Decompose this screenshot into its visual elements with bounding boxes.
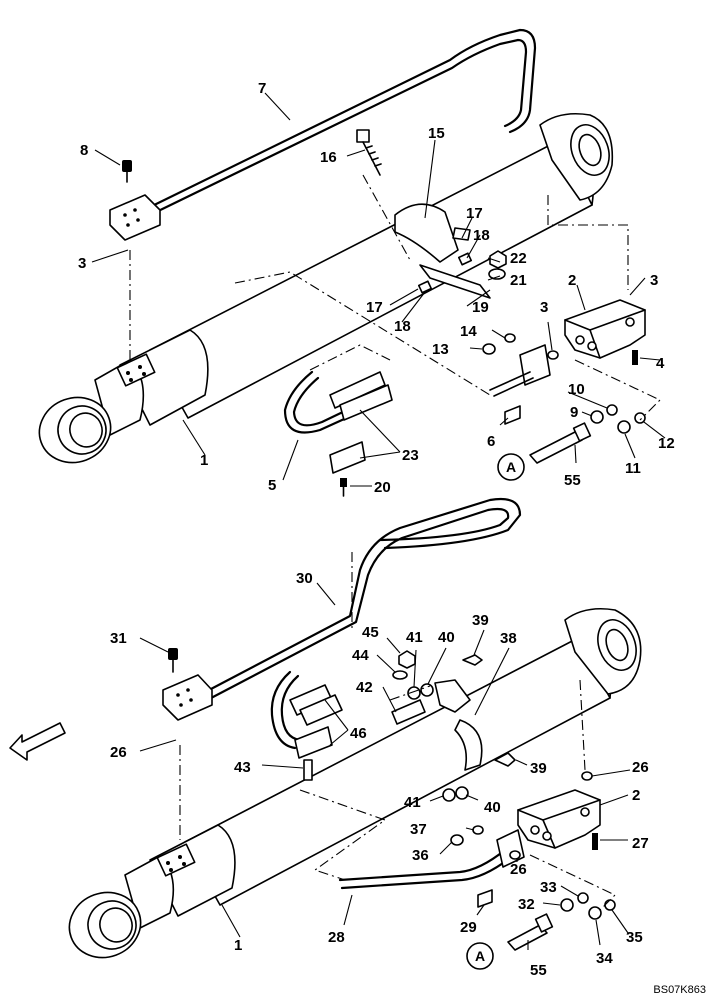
lower-pipe-28: [338, 825, 525, 890]
reference-code: BS07K863: [653, 984, 706, 996]
callout-2: 2: [568, 272, 576, 289]
callout-41: 41: [404, 794, 421, 811]
callout-30: 30: [296, 570, 313, 587]
callout-18: 18: [473, 227, 490, 244]
lower-valve-2: [517, 771, 601, 850]
callout-33: 33: [540, 879, 557, 896]
lower-pipe-30: [162, 497, 522, 721]
callout-26: 26: [632, 759, 649, 776]
upper-flange-pipe: [482, 333, 559, 397]
callout-22: 22: [510, 250, 527, 267]
callout-5: 5: [268, 477, 276, 494]
upper-assembly: A: [38, 28, 666, 497]
callout-11: 11: [625, 460, 641, 477]
callout-35: 35: [626, 929, 643, 946]
callout-16: 16: [320, 149, 337, 166]
upper-connector-A: A: [497, 453, 525, 481]
lower-bolts-39: [462, 654, 516, 767]
callout-21: 21: [510, 272, 527, 289]
callout-43: 43: [234, 759, 251, 776]
lower-cylinder: [68, 607, 642, 959]
lower-dash-lines: [179, 552, 616, 911]
callout-26: 26: [510, 861, 527, 878]
upper-bolt-6: [504, 405, 521, 425]
callout-37: 37: [410, 821, 427, 838]
callout-4: 4: [656, 355, 665, 372]
callout-8: 8: [80, 142, 88, 159]
callout-7: 7: [258, 80, 266, 97]
lower-callouts: 30 31 26 45 44 42 41 40 39 38 46 43 39 41 40 26 2 27 37 36 2…: [110, 570, 649, 979]
callout-55: 55: [564, 472, 581, 489]
callout-2: 2: [632, 787, 640, 804]
callout-34: 34: [596, 950, 613, 967]
callout-38: 38: [500, 630, 517, 647]
upper-cylinder: [38, 112, 614, 464]
callout-41: 41: [406, 629, 423, 646]
callout-44: 44: [352, 647, 369, 664]
callout-15: 15: [428, 125, 445, 142]
lower-nut-washer: [392, 650, 469, 802]
lower-connector-A: A: [466, 942, 494, 970]
callout-3: 3: [650, 272, 658, 289]
callout-27: 27: [632, 835, 649, 852]
lower-hoses-46: [270, 670, 343, 781]
callout-14: 14: [460, 323, 477, 340]
callout-42: 42: [356, 679, 373, 696]
callout-32: 32: [518, 896, 535, 913]
upper-pipe-7: [109, 28, 537, 241]
upper-connector-letter: A: [506, 459, 516, 475]
callout-3: 3: [540, 299, 548, 316]
callout-13: 13: [432, 341, 449, 358]
callout-55: 55: [530, 962, 547, 979]
upper-valve-2: [564, 299, 646, 365]
callout-10: 10: [568, 381, 585, 398]
callout-9: 9: [570, 404, 578, 421]
upper-dash-lines: [129, 174, 661, 421]
lower-fittings-32-35: [477, 889, 616, 951]
lower-clamp-38: [391, 679, 483, 771]
callout-1: 1: [200, 452, 208, 469]
callout-46: 46: [350, 725, 367, 742]
upper-bolt-16: [356, 129, 382, 176]
lower-leaders: [139, 582, 631, 950]
upper-nut-washer: [488, 250, 507, 280]
callout-39: 39: [472, 612, 489, 629]
callout-1: 1: [234, 937, 242, 954]
lower-bolt-31: [168, 648, 178, 673]
callout-23: 23: [402, 447, 419, 464]
callout-20: 20: [374, 479, 391, 496]
lower-connector-letter: A: [475, 948, 485, 964]
callout-40: 40: [484, 799, 501, 816]
callout-3: 3: [78, 255, 86, 272]
callout-12: 12: [658, 435, 675, 452]
callout-28: 28: [328, 929, 345, 946]
lower-arrow: [9, 722, 66, 761]
callout-26: 26: [110, 744, 127, 761]
callout-29: 29: [460, 919, 477, 936]
callout-6: 6: [487, 433, 495, 450]
callout-18: 18: [394, 318, 411, 335]
upper-bolt-8: [122, 160, 132, 183]
callout-19: 19: [472, 299, 489, 316]
upper-leaders: [91, 92, 666, 487]
lower-assembly: A: [9, 497, 642, 970]
upper-fittings-9-12: [529, 404, 646, 464]
callout-40: 40: [438, 629, 455, 646]
callout-31: 31: [110, 630, 127, 647]
callout-17: 17: [366, 299, 383, 316]
callout-39: 39: [530, 760, 547, 777]
callout-36: 36: [412, 847, 429, 864]
callout-45: 45: [362, 624, 379, 641]
callout-17: 17: [466, 205, 483, 222]
upper-hose-block: [283, 370, 393, 497]
